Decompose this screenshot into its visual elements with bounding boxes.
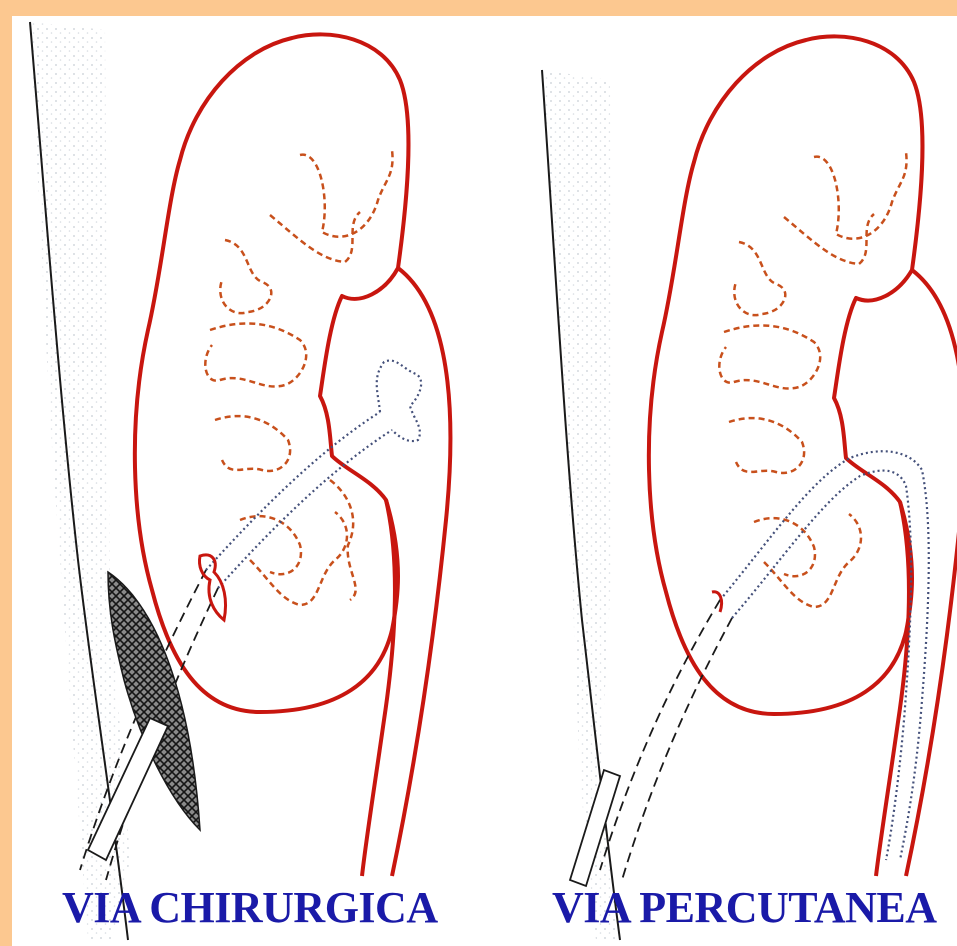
entry-marker-right [712,592,722,612]
nephrostomy-tube [206,361,421,588]
kidney-outline-right [649,36,923,714]
tube-through-wall-right [600,600,732,880]
calyces-right [719,152,906,607]
entry-marker [199,555,225,620]
kidney-outline [135,34,409,712]
ureter-inner [362,500,395,876]
calyces [205,150,392,605]
panel-percutaneous-route [542,36,957,940]
ureter-inner-right [876,502,909,876]
caption-percutaneous-route: VIA PERCUTANEA [552,884,937,932]
caption-surgical-route: VIA CHIRURGICA [62,884,438,932]
ureter-outer [392,268,450,876]
panel-surgical-route [30,22,450,940]
